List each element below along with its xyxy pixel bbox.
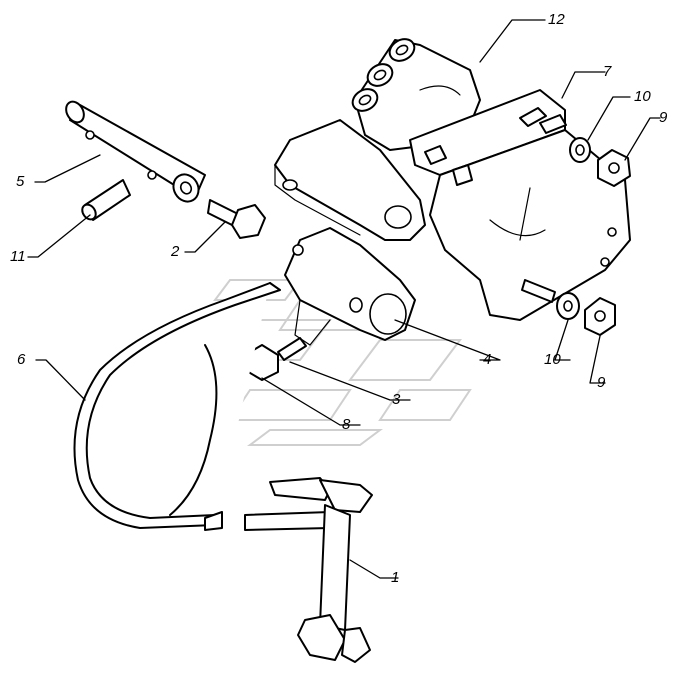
callout-7: 8 (342, 416, 351, 433)
callout-2: 2 (170, 243, 180, 260)
clamp-part (284, 227, 416, 346)
leader-lines (27, 19, 661, 579)
callout-1: 1 (391, 569, 399, 586)
link-rod-part (269, 477, 373, 663)
upper-bracket-part (274, 119, 426, 241)
callout-9-upper: 9 (659, 109, 668, 126)
valve-body-part (351, 38, 481, 151)
callout-10-upper: 10 (634, 88, 651, 105)
cable-part (73, 282, 331, 531)
bolt-2-part (207, 199, 266, 239)
callout-labels: 12 7 10 9 5 2 11 6 4 3 8 10 9 1 (10, 11, 668, 586)
callout-10-lower: 10 (544, 351, 561, 368)
axle-part (65, 100, 206, 203)
callout-12: 12 (548, 11, 565, 28)
mounting-plate-part (409, 89, 631, 321)
callout-8: 7 (603, 63, 612, 80)
callout-11: 11 (10, 248, 26, 265)
callout-4: 4 (483, 351, 491, 368)
callout-9-lower: 9 (597, 374, 606, 391)
washer-nut-lower (521, 279, 616, 336)
pin-part (81, 179, 131, 221)
callout-3: 3 (392, 391, 401, 408)
washer-nut-upper (569, 137, 631, 187)
callout-6: 6 (17, 351, 26, 368)
callout-5: 5 (16, 173, 25, 190)
